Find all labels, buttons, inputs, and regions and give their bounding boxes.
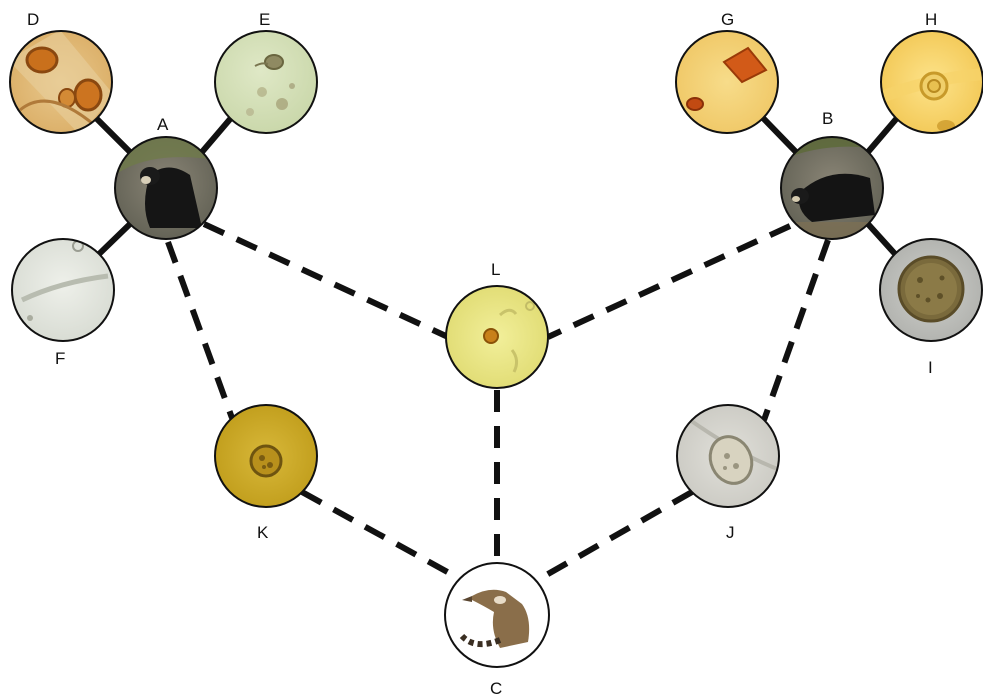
edge-A-L [202,221,450,340]
node-G-micrograph [675,30,779,134]
edge-K-C [300,489,464,583]
label-A: A [157,115,169,134]
label-K: K [257,523,269,542]
label-B: B [822,109,833,128]
label-J: J [726,523,735,542]
label-H: H [925,10,937,29]
solid-connectors [93,115,900,258]
edge-A-F [95,221,133,258]
node-I-micrograph [879,238,983,342]
node-labels: D E A F G H B I L K J C [27,10,937,697]
edge-A-D [93,115,133,155]
node-D-micrograph [9,30,113,134]
edge-B-L [546,223,792,340]
edge-A-K [165,240,235,420]
label-G: G [721,10,734,29]
dashed-connectors [165,221,831,585]
node-C-coati-photo [444,562,550,668]
edge-B-G [760,115,799,155]
node-K-micrograph [214,404,318,508]
node-L-micrograph [445,285,549,389]
edge-B-J [761,238,831,422]
label-L: L [491,260,500,279]
node-J-micrograph [676,404,780,508]
node-A-bear-photo [114,136,218,240]
edge-B-H [865,116,900,154]
label-F: F [55,349,65,368]
label-C: C [490,679,502,697]
node-F-micrograph [11,238,115,342]
node-B-bear-photo [780,136,884,240]
edge-B-I [865,221,899,258]
label-E: E [259,10,270,29]
label-D: D [27,10,39,29]
edge-J-C [532,489,694,585]
edge-A-E [199,116,234,154]
label-I: I [928,358,933,377]
node-H-micrograph [880,30,983,134]
node-E-micrograph [214,30,318,134]
